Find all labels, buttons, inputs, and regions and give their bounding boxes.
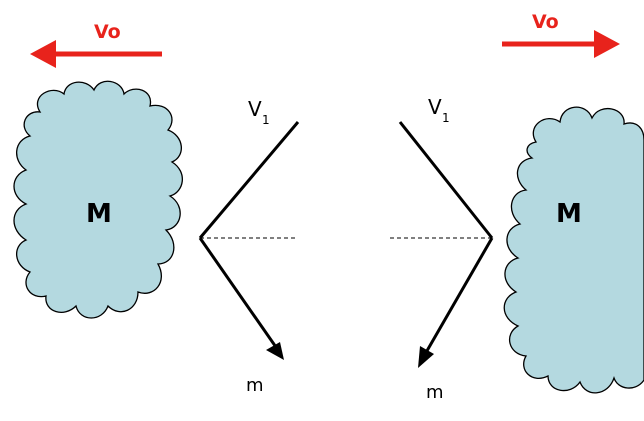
right-incoming-label: V — [428, 95, 442, 119]
left-velocity-arrow — [30, 40, 162, 68]
left-panel: Vo M V 1 m — [13, 21, 300, 396]
right-velocity-label: Vo — [532, 11, 559, 33]
right-panel: Vo M V 1 m — [390, 11, 644, 403]
left-cloud — [13, 80, 183, 319]
right-incoming-line — [398, 121, 494, 239]
right-velocity-arrow — [502, 30, 620, 58]
left-outgoing-arrow — [198, 237, 284, 360]
right-outgoing-label: m — [426, 382, 444, 403]
left-incoming-subscript: 1 — [262, 113, 270, 127]
left-cloud-label: M — [86, 199, 112, 229]
right-cloud-label: M — [556, 199, 582, 229]
right-outgoing-arrow — [418, 237, 494, 368]
left-incoming-line — [198, 121, 300, 239]
left-outgoing-label: m — [246, 375, 264, 396]
left-velocity-label: Vo — [94, 21, 121, 43]
left-incoming-label: V — [248, 97, 262, 121]
right-cloud — [503, 106, 644, 394]
right-incoming-subscript: 1 — [442, 111, 450, 125]
